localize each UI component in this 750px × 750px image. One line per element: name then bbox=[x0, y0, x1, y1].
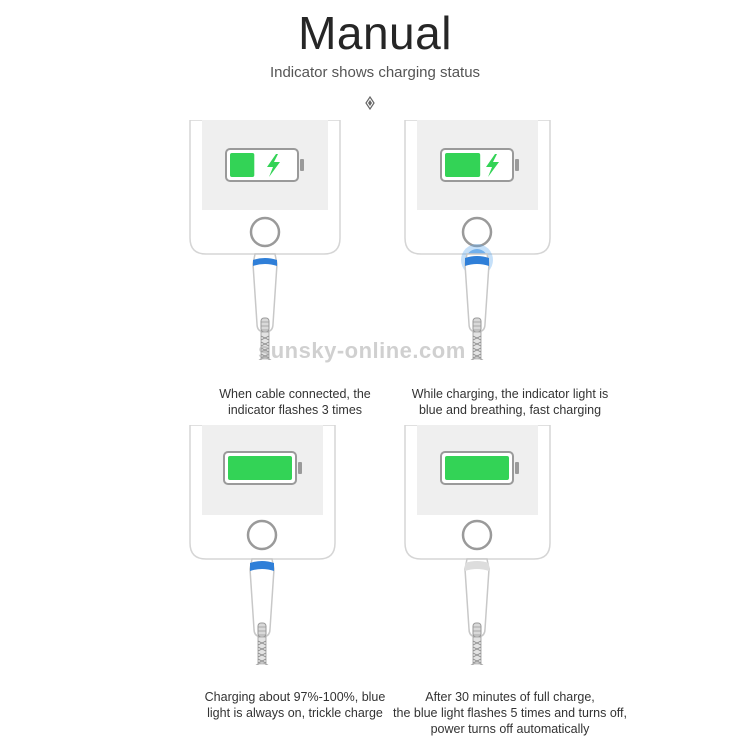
panel-charging: While charging, the indicator light is b… bbox=[330, 120, 690, 420]
caption-line: light is always on, trickle charge bbox=[207, 706, 383, 720]
battery-icon bbox=[440, 451, 519, 485]
caption-line: blue and breathing, fast charging bbox=[418, 403, 602, 417]
page-subtitle: Indicator shows charging status bbox=[269, 64, 481, 81]
phone-body bbox=[189, 425, 336, 560]
panel-connected: When cable connected, the indicator flas… bbox=[115, 120, 475, 420]
home-button bbox=[461, 519, 493, 551]
caption-trickle: Charging about 97%-100%, blue light is a… bbox=[115, 689, 475, 721]
caption-connected: When cable connected, the indicator flas… bbox=[115, 386, 475, 418]
caption-line: While charging, the indicator light is bbox=[411, 387, 609, 401]
caption-line: When cable connected, the bbox=[219, 387, 371, 401]
caption-line: indicator flashes 3 times bbox=[227, 403, 363, 417]
phone-body bbox=[404, 120, 551, 255]
caption-line: Charging about 97%-100%, blue bbox=[204, 690, 386, 704]
battery-fill-level bbox=[445, 153, 481, 177]
page-title: Manual bbox=[298, 7, 452, 59]
phone-illustration bbox=[404, 120, 551, 360]
indicator-light bbox=[253, 258, 277, 266]
home-button bbox=[461, 216, 493, 248]
phone-illustration bbox=[189, 120, 341, 360]
cable-plug bbox=[249, 558, 275, 665]
cable-plug bbox=[461, 244, 493, 360]
lightning-bolt-icon bbox=[486, 154, 499, 177]
cable-plug bbox=[252, 253, 278, 360]
battery-icon bbox=[223, 451, 302, 485]
caption-line: power turns off automatically bbox=[430, 722, 590, 736]
battery-icon bbox=[440, 148, 519, 182]
panel-full: After 30 minutes of full charge, the blu… bbox=[330, 425, 690, 736]
caption-line: the blue light flashes 5 times and turns… bbox=[393, 706, 627, 720]
phone-body bbox=[404, 425, 551, 560]
battery-icon bbox=[225, 148, 304, 182]
watermark: sunsky-online.com bbox=[258, 338, 466, 363]
home-button bbox=[249, 216, 281, 248]
indicator-light-off bbox=[465, 561, 489, 571]
battery-fill-level bbox=[230, 153, 255, 177]
home-button bbox=[246, 519, 278, 551]
panel-trickle: Charging about 97%-100%, blue light is a… bbox=[115, 425, 475, 725]
diamond-divider-icon bbox=[365, 96, 375, 110]
phone-illustration bbox=[189, 425, 336, 665]
indicator-light bbox=[250, 561, 274, 571]
caption-line: After 30 minutes of full charge, bbox=[425, 690, 595, 704]
phone-illustration bbox=[404, 425, 551, 665]
cable-plug bbox=[464, 558, 490, 665]
phone-body bbox=[189, 120, 341, 255]
caption-full: After 30 minutes of full charge, the blu… bbox=[330, 689, 690, 737]
battery-fill-level bbox=[228, 456, 292, 480]
indicator-light bbox=[465, 256, 489, 266]
lightning-bolt-icon bbox=[267, 154, 280, 177]
battery-fill-level bbox=[445, 456, 509, 480]
caption-charging: While charging, the indicator light is b… bbox=[330, 386, 690, 418]
